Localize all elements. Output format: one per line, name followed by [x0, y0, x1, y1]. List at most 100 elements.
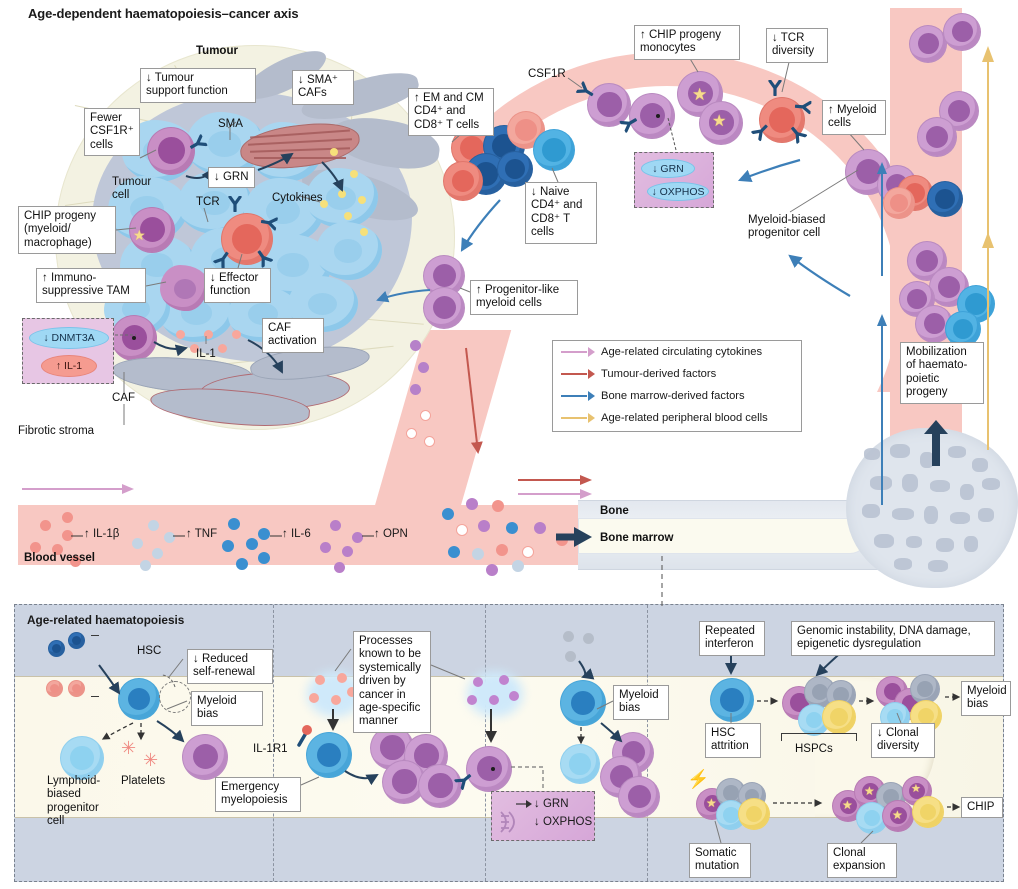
label-clonal-diversity: ↓ Clonal diversity — [871, 723, 935, 758]
hspc-cell — [823, 701, 855, 733]
monocyte — [588, 84, 630, 126]
il1-dot — [190, 344, 199, 353]
chip-progeny-macrophage: ★ — [130, 208, 174, 252]
dashed-self-renewal-circle — [159, 681, 191, 713]
label-reduced-self-renewal: ↓ Reduced self-renewal — [187, 649, 273, 684]
mixed-molecule — [478, 520, 490, 532]
il6-molecule — [258, 552, 270, 564]
grn-oxphos-box-circulation: ↓ GRN ↓ OXPHOS — [634, 152, 714, 208]
il1b-molecule — [62, 530, 73, 541]
dna-helix-icon — [498, 810, 524, 834]
legend-item: Age-related peripheral blood cells — [553, 407, 801, 429]
grn-label: ↓ GRN — [534, 798, 569, 810]
label-myeloid-cells: ↑ Myeloid cells — [822, 100, 886, 135]
cytokine-dot — [358, 196, 366, 204]
label-grn: ↓ GRN — [208, 167, 255, 189]
myeloid-cell-blue — [928, 182, 962, 216]
label-myeloid-biased-progenitor-cell: Myeloid-biased progenitor cell — [748, 214, 826, 240]
blood-cell-pink — [69, 681, 84, 696]
legend-item: Bone marrow-derived factors — [553, 385, 801, 407]
tnf-molecule — [152, 548, 163, 559]
il1-molecule — [337, 673, 347, 683]
label-il1r1: IL-1R1 — [253, 743, 288, 755]
tnf-molecule — [132, 538, 143, 549]
mixed-molecule — [496, 544, 508, 556]
panel-connector-dashed — [661, 556, 663, 608]
label-bone: Bone — [600, 505, 629, 517]
il1r1-receptor-icon — [293, 723, 313, 747]
circulating-particle — [410, 340, 421, 351]
circulating-particle — [424, 436, 435, 447]
tumour-heading: Tumour — [196, 45, 238, 57]
label-clonal-expansion: Clonal expansion — [827, 843, 897, 878]
legend-item: Age-related circulating cytokines — [553, 341, 801, 363]
chip-progeny-monocyte-stroma — [112, 316, 156, 360]
bone-head — [846, 428, 1018, 588]
opn-molecule — [334, 562, 345, 573]
myeloid-cell-cluster — [619, 777, 659, 817]
signal-molecule — [489, 695, 499, 705]
legend-label: Bone marrow-derived factors — [601, 390, 745, 402]
label-naive-t-cells: ↓ Naive CD4⁺ and CD8⁺ T cells — [525, 182, 597, 244]
il6-molecule — [258, 528, 270, 540]
tcr-icon — [213, 251, 231, 270]
csf1r-icon — [619, 116, 638, 134]
blood-cell — [910, 26, 946, 62]
legend-label: Age-related peripheral blood cells — [601, 412, 768, 424]
label-emergency-myelopoiesis: Emergency myelopoiesis — [215, 777, 301, 812]
mixed-molecule — [512, 560, 524, 572]
label-sma-cafs: ↓ SMA⁺ CAFs — [292, 70, 354, 105]
grn-pill: ↓ GRN — [641, 159, 695, 178]
hsc-il1r1-cell — [307, 733, 351, 777]
il1-molecule — [331, 695, 341, 705]
label-il1: IL-1 — [196, 348, 216, 360]
mobilization-arrow — [924, 420, 948, 466]
label-myeloid-bias-2: Myeloid bias — [613, 685, 669, 720]
il1b-molecule — [52, 544, 63, 555]
t-cell-naive-cd8 — [534, 130, 574, 170]
label-hspcs: HSPCs — [795, 743, 833, 755]
label-csf1r: CSF1R — [528, 68, 566, 80]
lymphoid-biased-progenitor — [61, 737, 103, 779]
blood-cell-blue — [49, 641, 64, 656]
tcr-icon — [789, 125, 808, 144]
mixed-molecule — [534, 522, 546, 534]
label-hsc: HSC — [137, 645, 162, 657]
label-processes-systemically-driven: Processes known to be systemically drive… — [353, 631, 431, 733]
age-related-haematopoiesis-panel: Age-related haematopoiesis ✳ ✳ HSC ↓ Red… — [14, 604, 1011, 882]
tnf-molecule — [164, 532, 175, 543]
lightning-icon: ⚡ — [687, 769, 710, 789]
il1-dot — [232, 330, 241, 339]
label-chip-progeny-monocytes: ↑ CHIP progeny monocytes — [634, 25, 740, 60]
tcr-icon — [260, 215, 279, 231]
il1-dot — [176, 330, 185, 339]
lymphoid-progenitor-2 — [561, 745, 599, 783]
tumour-derived-factor-arrows — [518, 475, 592, 499]
age-related-cytokine-arrow — [22, 484, 134, 494]
peripheral-blood-cells-arrow-2 — [982, 232, 994, 450]
legend-arrow-icon — [561, 391, 595, 401]
monocyte-grn-oxphos — [467, 747, 511, 791]
label-il6: ↑ IL-6 — [282, 528, 311, 540]
myeloid-cell-pink — [884, 188, 914, 218]
clone-cell — [739, 799, 769, 829]
legend-arrow-icon — [561, 369, 595, 379]
legend-arrow-icon — [561, 413, 595, 423]
il1b-leader — [71, 535, 83, 537]
expanded-clone — [913, 797, 943, 827]
label-em-cm-t-cells: ↑ EM and CM CD4⁺ and CD8⁺ T cells — [408, 88, 494, 137]
opn-molecule — [342, 546, 353, 557]
il6-molecule — [228, 518, 240, 530]
legend-item: Tumour-derived factors — [553, 363, 801, 385]
label-somatic-mutation: Somatic mutation — [689, 843, 751, 878]
mixed-molecule — [506, 522, 518, 534]
bone-marrow-factor-arrow-2 — [877, 162, 887, 276]
label-tcr: TCR — [196, 196, 220, 208]
mixed-molecule — [486, 564, 498, 576]
mixed-molecule — [448, 546, 460, 558]
il1-dot — [204, 330, 213, 339]
input-bracket — [91, 635, 99, 697]
tcr-icon — [228, 196, 242, 212]
label-il1b: ↑ IL-1β — [84, 528, 120, 540]
receptor-icon — [454, 772, 472, 791]
